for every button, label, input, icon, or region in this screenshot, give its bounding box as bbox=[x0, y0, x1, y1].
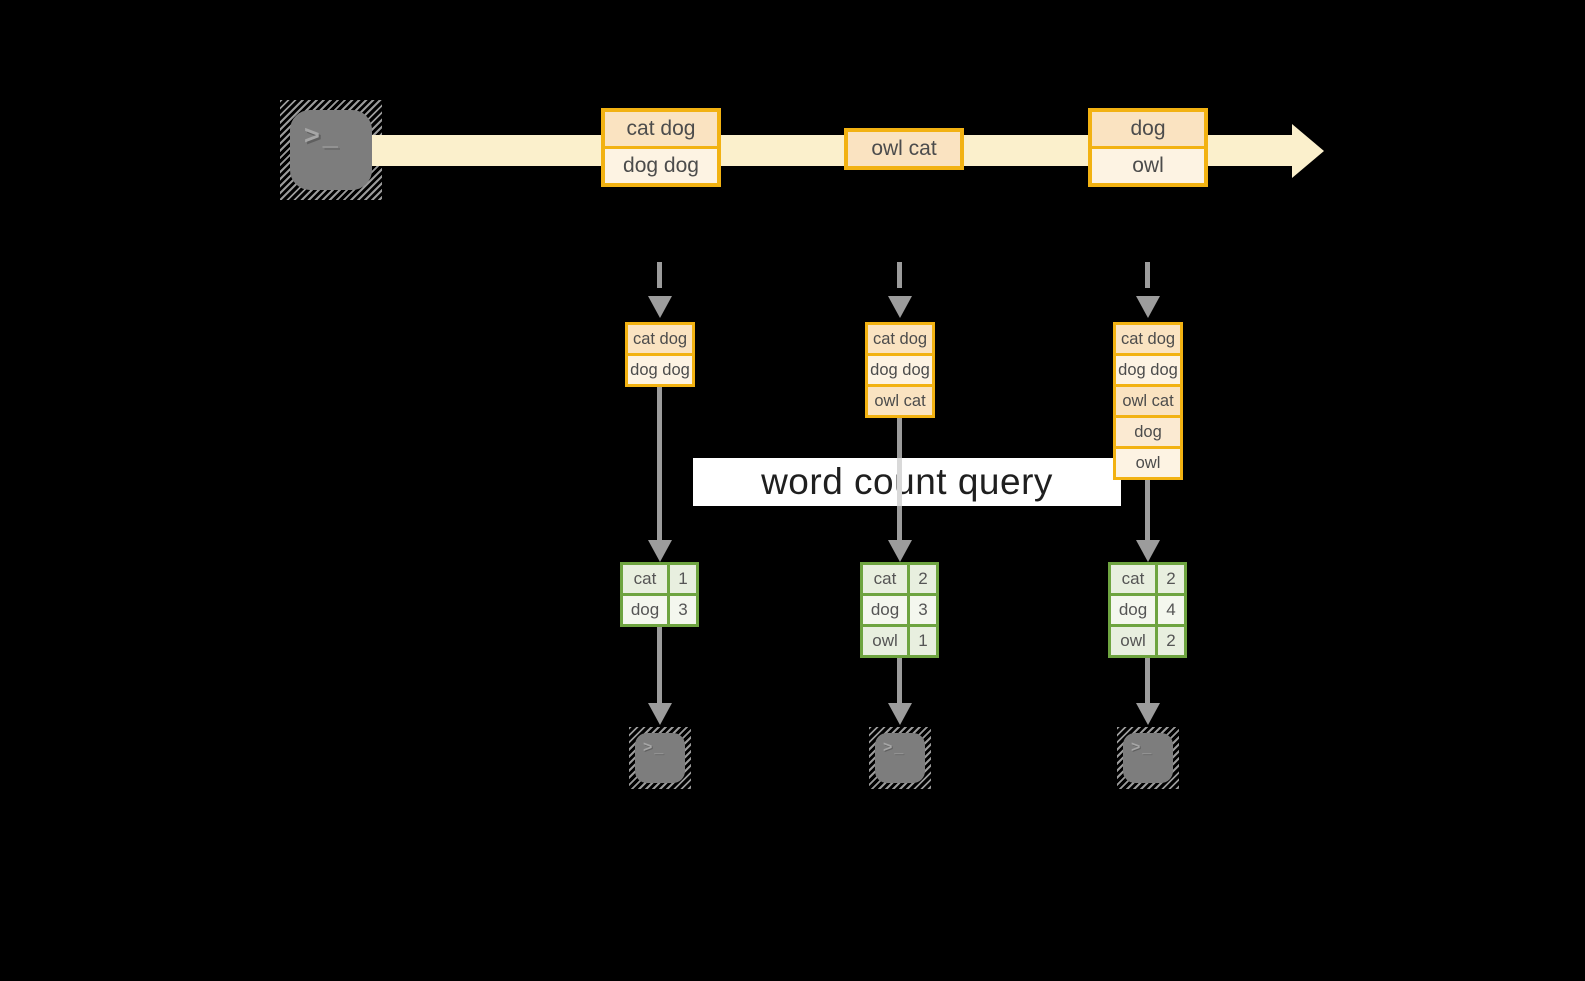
buffered-event: owl bbox=[1116, 449, 1180, 477]
buffered-event: owl cat bbox=[1116, 387, 1180, 415]
dashed-arrow-head-icon bbox=[888, 296, 912, 318]
stream-event: dog dog bbox=[605, 149, 717, 183]
arrowhead-icon bbox=[1136, 703, 1160, 725]
buffered-event: cat dog bbox=[628, 325, 692, 353]
flow-line bbox=[657, 387, 662, 540]
count-cell: 2 bbox=[910, 565, 936, 593]
query-banner-label: word count query bbox=[761, 461, 1053, 502]
buffered-event: cat dog bbox=[868, 325, 932, 353]
sink-terminal-icon: >_ bbox=[869, 727, 931, 789]
buffered-event: dog dog bbox=[628, 356, 692, 384]
dashed-arrow-line bbox=[897, 262, 902, 288]
count-cell: 3 bbox=[910, 596, 936, 624]
sink-terminal-icon: >_ bbox=[1117, 727, 1179, 789]
flow-line bbox=[897, 658, 902, 703]
word-cell: cat bbox=[623, 565, 667, 593]
word-cell: owl bbox=[1111, 627, 1155, 655]
flow-line-over-banner bbox=[897, 458, 902, 506]
stream-event-box: owl cat bbox=[844, 128, 964, 170]
dashed-arrow-line bbox=[657, 262, 662, 288]
count-cell: 3 bbox=[670, 596, 696, 624]
word-cell: cat bbox=[863, 565, 907, 593]
dashed-arrow-line bbox=[1145, 262, 1150, 288]
count-cell: 2 bbox=[1158, 565, 1184, 593]
flow-line bbox=[1145, 658, 1150, 703]
buffered-event: owl cat bbox=[868, 387, 932, 415]
input-buffer-box: cat dog dog dog bbox=[625, 322, 695, 387]
flow-line bbox=[1145, 480, 1150, 540]
word-cell: dog bbox=[1111, 596, 1155, 624]
count-cell: 2 bbox=[1158, 627, 1184, 655]
terminal-body: >_ bbox=[635, 733, 685, 783]
word-count-table: cat 2 dog 4 owl 2 bbox=[1108, 562, 1187, 658]
stream-event-box: cat dog dog dog bbox=[601, 108, 721, 187]
stream-event: owl cat bbox=[848, 132, 960, 166]
word-cell: dog bbox=[863, 596, 907, 624]
arrowhead-icon bbox=[648, 703, 672, 725]
stream-event-box: dog owl bbox=[1088, 108, 1208, 187]
terminal-body: >_ bbox=[875, 733, 925, 783]
terminal-body: >_ bbox=[1123, 733, 1173, 783]
terminal-prompt-glyph: >_ bbox=[643, 739, 666, 756]
count-cell: 4 bbox=[1158, 596, 1184, 624]
flow-line bbox=[657, 627, 662, 703]
input-buffer-box: cat dog dog dog owl cat bbox=[865, 322, 935, 418]
stream-event: dog bbox=[1092, 112, 1204, 146]
buffered-event: dog dog bbox=[868, 356, 932, 384]
word-cell: owl bbox=[863, 627, 907, 655]
terminal-prompt-glyph: >_ bbox=[1131, 739, 1154, 756]
arrowhead-icon bbox=[888, 703, 912, 725]
word-cell: cat bbox=[1111, 565, 1155, 593]
terminal-prompt-glyph: >_ bbox=[883, 739, 906, 756]
query-banner: word count query bbox=[693, 458, 1121, 506]
buffered-event: cat dog bbox=[1116, 325, 1180, 353]
arrowhead-icon bbox=[888, 540, 912, 562]
stream-arrowhead-icon bbox=[1292, 124, 1324, 178]
arrowhead-icon bbox=[1136, 540, 1160, 562]
count-cell: 1 bbox=[910, 627, 936, 655]
arrowhead-icon bbox=[648, 540, 672, 562]
source-terminal-icon: >_ bbox=[280, 100, 382, 200]
buffered-event: dog dog bbox=[1116, 356, 1180, 384]
input-buffer-box: cat dog dog dog owl cat dog owl bbox=[1113, 322, 1183, 480]
dashed-arrow-head-icon bbox=[648, 296, 672, 318]
dashed-arrow-head-icon bbox=[1136, 296, 1160, 318]
terminal-prompt-glyph: >_ bbox=[304, 120, 341, 150]
stream-event: cat dog bbox=[605, 112, 717, 146]
buffered-event: dog bbox=[1116, 418, 1180, 446]
stream-event: owl bbox=[1092, 149, 1204, 183]
word-count-table: cat 1 dog 3 bbox=[620, 562, 699, 627]
count-cell: 1 bbox=[670, 565, 696, 593]
terminal-body: >_ bbox=[290, 110, 372, 190]
sink-terminal-icon: >_ bbox=[629, 727, 691, 789]
word-count-table: cat 2 dog 3 owl 1 bbox=[860, 562, 939, 658]
word-cell: dog bbox=[623, 596, 667, 624]
